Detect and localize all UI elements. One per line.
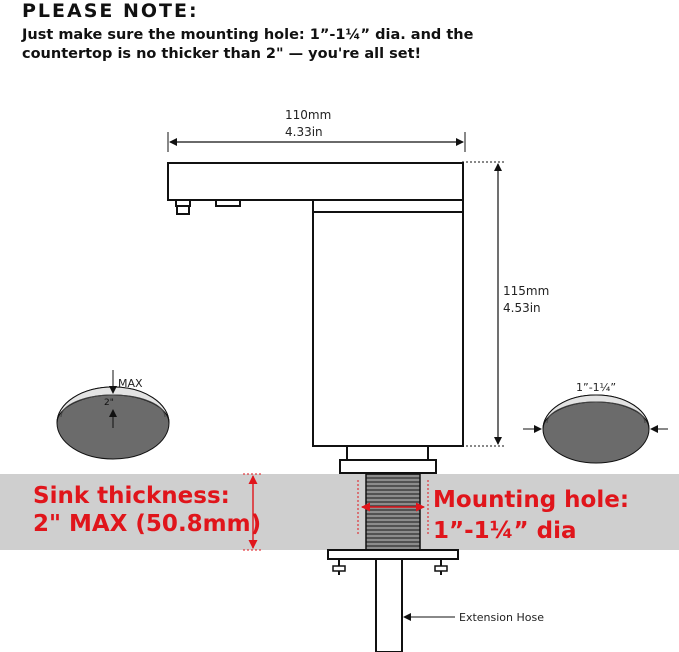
mounting-hole-value: 1”-1¼” dia (433, 518, 576, 544)
hose-label: Extension Hose (459, 611, 544, 624)
note-line-2: countertop is no thicker than 2" — you'r… (22, 46, 422, 62)
faucet-body (167, 162, 464, 474)
note-line-1: Just make sure the mounting hole: 1”-1¼”… (22, 27, 474, 43)
width-dimension: 110mm 4.33in (167, 108, 466, 152)
width-in-label: 4.33in (285, 125, 323, 139)
max-label: MAX (118, 377, 143, 390)
right-hole-detail: 1”-1¼” (523, 381, 668, 464)
sink-thickness-value: 2" MAX (50.8mm) (33, 511, 261, 537)
hole-size-label: 1”-1¼” (576, 381, 616, 394)
height-in-label: 4.53in (503, 301, 541, 315)
sink-thickness-label: Sink thickness: (33, 483, 230, 509)
thickness-marker (243, 473, 262, 551)
two-inch-label: 2" (104, 398, 114, 408)
height-mm-label: 115mm (503, 284, 549, 298)
extension-hose (375, 558, 403, 652)
note-title: PLEASE NOTE: (22, 0, 199, 22)
left-thickness-detail: MAX 2" (56, 370, 170, 460)
width-mm-label: 110mm (285, 108, 331, 122)
height-dimension: 115mm 4.53in (462, 161, 549, 447)
mounting-bracket (327, 549, 459, 575)
threaded-shaft (365, 473, 421, 551)
countertop-band (0, 474, 679, 550)
mounting-hole-label: Mounting hole: (433, 487, 629, 513)
hole-marker (357, 480, 429, 535)
